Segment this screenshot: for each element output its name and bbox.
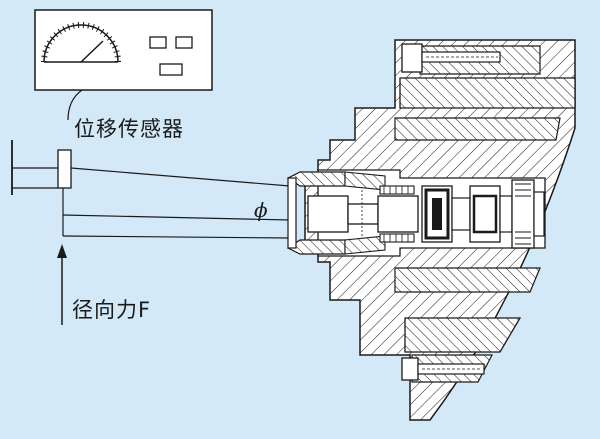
phi-symbol: ϕ: [254, 198, 268, 222]
displacement-sensor: [57, 149, 72, 189]
test-bar: [62, 167, 291, 239]
sensor-leader-line: [67, 89, 83, 121]
indicator-box: [175, 36, 193, 49]
tool-holder: [307, 185, 419, 243]
force-arrow: [57, 244, 67, 325]
drawbar-gripper: [421, 179, 545, 249]
top-bolt: [401, 43, 501, 73]
dial-gauge-icon: [41, 22, 121, 63]
indicator-box: [159, 63, 183, 76]
display-panel: [34, 9, 213, 91]
clamp-nut: [286, 171, 386, 255]
bottom-bolt: [401, 357, 485, 381]
radial-force-label: 径向力F: [72, 298, 152, 322]
sensor-label: 位移传感器: [74, 117, 184, 141]
indicator-box: [149, 36, 167, 49]
